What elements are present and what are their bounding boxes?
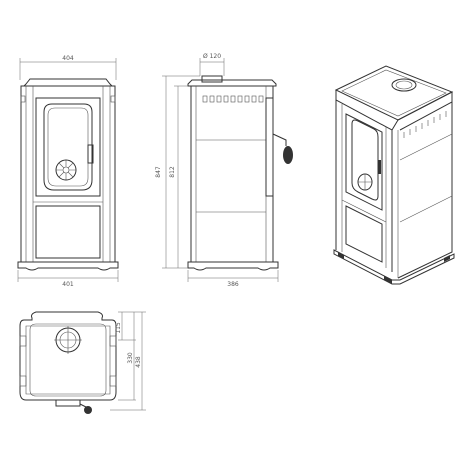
front-door-frame [35, 97, 101, 197]
side-flue-diameter-label: Ø 120 [203, 53, 221, 60]
front-glass [43, 103, 93, 191]
top-view: 115 330 438 [19, 311, 146, 414]
side-view: Ø 120 [155, 53, 293, 288]
iso-body-right [397, 91, 453, 131]
side-flue-pipe [201, 75, 223, 83]
side-door-handle-icon [272, 133, 293, 164]
side-vent-slots [202, 95, 264, 103]
front-lower-compartment [35, 205, 101, 259]
side-depth-label: 386 [227, 281, 239, 288]
front-top-width-label: 404 [62, 55, 74, 62]
side-depth-dimension: 386 [187, 270, 279, 288]
top-view-outline [19, 311, 117, 401]
side-height-dimensions: 847 812 [155, 75, 200, 269]
front-top-plate [22, 78, 114, 87]
front-body [20, 85, 116, 263]
front-top-width-dimension: 404 [19, 55, 117, 80]
top-flue-opening-icon [54, 326, 82, 354]
side-flue-height-label: 812 [169, 166, 176, 178]
front-vent-grille-icon [55, 159, 77, 181]
front-base-width-dimension: 401 [17, 270, 119, 288]
iso-lower-compartment [345, 205, 383, 263]
iso-door-frame [345, 113, 383, 211]
iso-glass [351, 119, 379, 201]
side-body [190, 85, 274, 263]
top-total-depth-label: 438 [135, 356, 142, 368]
front-view: 404 [17, 55, 119, 288]
iso-flue-opening-icon [391, 78, 417, 92]
iso-base [333, 249, 455, 285]
iso-body-left [335, 90, 399, 131]
side-total-height-label: 847 [155, 166, 162, 178]
front-base-width-label: 401 [62, 281, 74, 288]
top-view-dimensions: 115 330 438 [110, 311, 146, 411]
front-base [17, 261, 119, 271]
iso-vent-slots [403, 111, 447, 138]
side-base [187, 261, 279, 271]
top-flue-offset-label: 115 [115, 322, 122, 334]
isometric-view [333, 65, 455, 285]
top-handle-icon [84, 406, 92, 414]
top-flue-depth-label: 330 [127, 352, 134, 364]
side-flue-diameter-dimension: Ø 120 [199, 53, 225, 76]
